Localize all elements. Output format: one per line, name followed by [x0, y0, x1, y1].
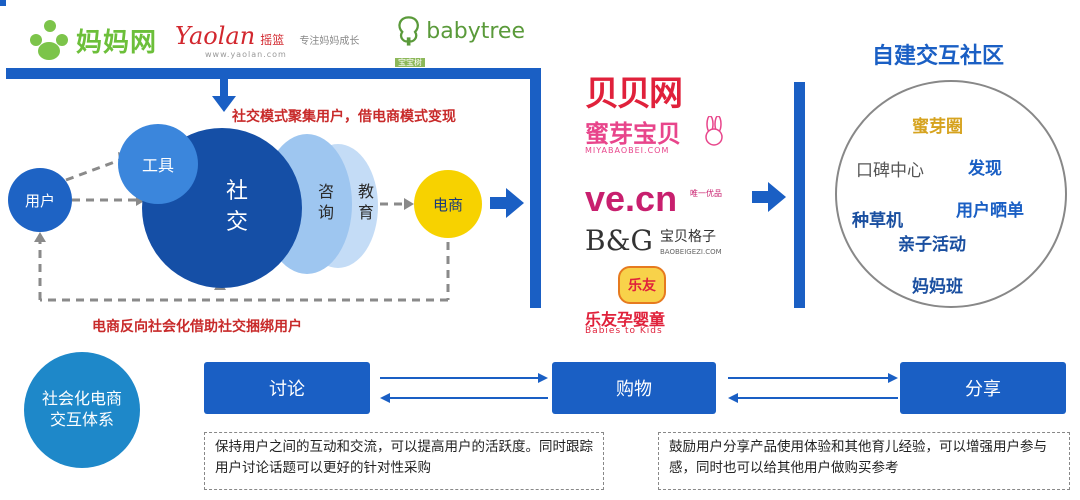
- miya-logo: 蜜芽宝贝: [585, 120, 681, 148]
- leyou-logo: 乐友孕婴童: [585, 310, 666, 329]
- tool-node: 工具: [118, 124, 198, 204]
- ecommerce-label: 电商: [432, 195, 463, 214]
- yaolan-logo: Yaolan 摇篮 专注妈妈成长 www.yaolan.com: [175, 22, 375, 62]
- leyou-tagline: Babies to Kids: [585, 326, 663, 336]
- babytree-logo-sub: 宝宝树: [395, 58, 425, 67]
- top-bar: [6, 68, 536, 79]
- tool-label: 工具: [141, 156, 174, 175]
- yaolan-logo-text: Yaolan: [175, 22, 256, 50]
- system-label-2: 交互体系: [49, 410, 114, 429]
- share-box: 分享: [900, 362, 1066, 414]
- education-label: 教 育: [356, 182, 376, 224]
- discuss-box: 讨论: [204, 362, 370, 414]
- miya-url: MIYABAOBEI.COM: [585, 146, 670, 155]
- down-arrow-icon: [212, 78, 236, 112]
- keyword-parent-child: 亲子活动: [898, 235, 966, 255]
- yaolan-logo-cn: 摇篮: [260, 33, 285, 47]
- community-oval: [835, 80, 1067, 308]
- user-node: 用户: [8, 168, 72, 232]
- social-label-1: 社: [225, 179, 248, 205]
- keyword-review-center: 口碑中心: [856, 161, 924, 181]
- system-label-1: 社会化电商: [41, 389, 122, 409]
- ve-tagline: 唯一优品: [690, 189, 722, 198]
- right-arrow-icon-2: [752, 182, 786, 212]
- consult-label: 咨 询: [316, 182, 336, 224]
- corner-mark: [0, 0, 6, 6]
- yaolan-slogan: 专注妈妈成长: [299, 36, 360, 47]
- education-char-1: 教: [357, 182, 374, 201]
- system-node: 社会化电商 交互体系: [24, 352, 140, 468]
- babytree-tree-icon: [398, 16, 419, 46]
- yaolan-url: www.yaolan.com: [205, 50, 287, 59]
- share-note: 鼓励用户分享产品使用体验和其他育儿经验，可以增强用户参与感，同时也可以给其他用户…: [658, 432, 1070, 490]
- user-label: 用户: [24, 191, 55, 210]
- education-char-2: 育: [357, 202, 374, 222]
- leyou-logo-mark: 乐友: [618, 266, 666, 304]
- bg-url: BAOBEIGEZI.COM: [660, 248, 722, 256]
- consult-char-2: 询: [317, 202, 334, 222]
- flow-arrows: [380, 373, 898, 403]
- shopping-label: 购物: [616, 379, 652, 400]
- right-arrow-icon: [490, 188, 524, 218]
- bg-logo: B&G: [585, 224, 653, 257]
- top-caption: 社交模式聚集用户，借电商模式变现: [232, 109, 456, 125]
- ecommerce-node: 电商: [414, 170, 482, 238]
- community-title: 自建交互社区: [872, 44, 1005, 69]
- keyword-mama-class: 妈妈班: [912, 277, 963, 297]
- discuss-note: 保持用户之间的互动和交流，可以提高用户的活跃度。同时跟踪用户讨论话题可以更好的针…: [204, 432, 604, 490]
- keyword-miya-circle: 蜜芽圈: [912, 117, 963, 137]
- keyword-recommend: 种草机: [852, 211, 903, 231]
- beibei-logo: 贝贝网: [585, 74, 683, 114]
- mama-logo-text: 妈妈网: [76, 27, 158, 58]
- left-divider-bar: [530, 68, 541, 308]
- bottom-caption: 电商反向社会化借助社交捆绑用户: [92, 319, 302, 335]
- bunny-icon: [705, 116, 723, 146]
- share-label: 分享: [965, 379, 1001, 400]
- keyword-user-showcase: 用户晒单: [956, 201, 1024, 221]
- discuss-label: 讨论: [269, 379, 305, 400]
- shopping-box: 购物: [552, 362, 716, 414]
- bg-logo-cn: 宝贝格子: [660, 229, 716, 245]
- middle-divider-bar: [794, 82, 805, 308]
- mama-logo: 妈妈网: [30, 18, 160, 62]
- ve-logo: ve.cn: [585, 178, 678, 219]
- babytree-logo-text: babytree: [426, 18, 525, 44]
- keyword-discover: 发现: [968, 159, 1002, 179]
- consult-char-1: 咨: [317, 182, 334, 201]
- mama-logo-icon: [30, 20, 70, 60]
- social-label-2: 交: [225, 210, 248, 235]
- babytree-logo: babytree 宝宝树: [395, 14, 525, 67]
